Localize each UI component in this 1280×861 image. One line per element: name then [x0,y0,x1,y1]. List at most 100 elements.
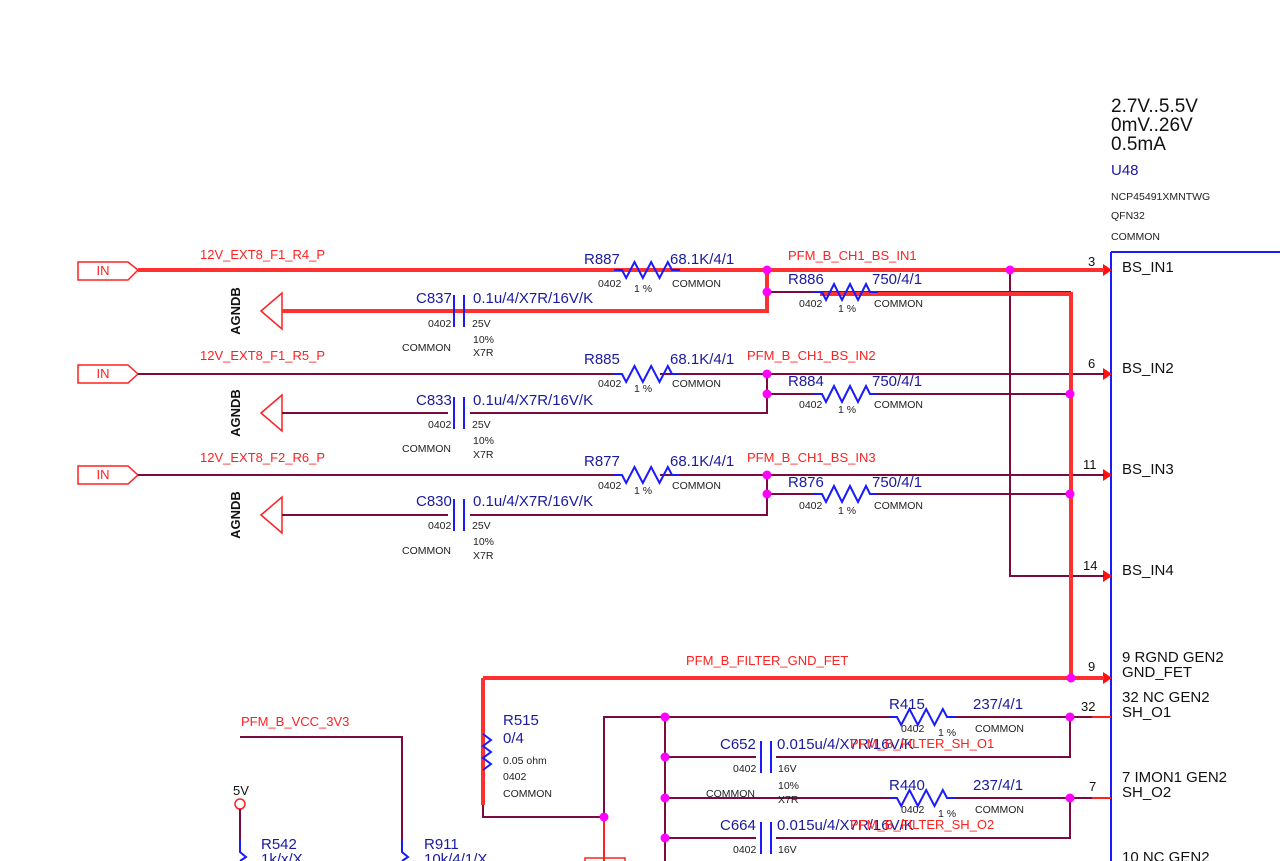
c830-voltage: 25V [472,520,491,532]
r415-ref[interactable]: R415 [889,696,925,713]
c833-lib: COMMON [402,443,451,455]
r884-tol: 1 % [838,404,856,416]
r911-ref[interactable]: R911 [424,836,459,853]
pin-name-gnd-fet: GND_FET [1122,664,1192,681]
chip-ref[interactable]: U48 [1111,162,1139,179]
r515-value: 0/4 [503,730,524,747]
r887-tol: 1 % [634,283,652,295]
r515-res: 0.05 ohm [503,755,547,767]
ground-label: AGNDB [228,389,243,437]
c837-tol: 10% [473,334,494,346]
c833-ref[interactable]: C833 [416,392,452,409]
pin-arrow-6 [1103,368,1112,380]
c830-lib: COMMON [402,545,451,557]
c833-size: 0402 [428,419,452,431]
resistor-r887-icon [614,259,680,281]
r440-lib: COMMON [975,804,1024,816]
r415-lib: COMMON [975,723,1024,735]
r876-ref[interactable]: R876 [788,474,824,491]
port-in-2[interactable]: IN [77,364,140,384]
wire-cap-3[interactable] [282,475,768,516]
r884-ref[interactable]: R884 [788,373,824,390]
port-in-1[interactable]: IN [77,261,140,281]
ground-label: AGNDB [228,287,243,335]
r515-lib: COMMON [503,788,552,800]
r877-ref[interactable]: R877 [584,453,620,470]
c837-value: 0.1u/4/X7R/16V/K [473,290,593,307]
junction-dot [660,712,670,722]
junction-dot [1065,389,1075,399]
pin-num-6: 6 [1088,356,1095,371]
net-label-filter-sh-o2[interactable]: PFM_B_FILTER_SH_O2 [850,817,994,832]
r877-tol: 1 % [634,485,652,497]
channel-3: R877 68.1K/4/1 0402 1 % COMMON PFM_B_CH1… [402,450,923,562]
wire-r515-bottom[interactable] [482,805,605,861]
net-label-bs-in1[interactable]: PFM_B_CH1_BS_IN1 [788,248,917,263]
r415-size: 0402 [901,723,925,735]
port-label: IN [97,366,110,381]
c652-lib: COMMON [706,788,755,800]
resistor-r886-icon [814,281,878,303]
r440-ref[interactable]: R440 [889,777,925,794]
c837-lib: COMMON [402,342,451,354]
pin-num-7: 7 [1089,779,1096,794]
net-label-r4[interactable]: 12V_EXT8_F1_R4_P [200,247,325,262]
wire-cap-1-highlighted[interactable] [282,270,769,313]
c664-size: 0402 [733,844,757,856]
net-label-filter-gnd-fet[interactable]: PFM_B_FILTER_GND_FET [686,653,848,668]
port-in-3[interactable]: IN [77,465,140,485]
pin-arrow-3 [1103,264,1112,276]
wire-cap-2[interactable] [282,374,768,414]
junction-dot [762,489,772,499]
pin-arrow-14 [1103,570,1112,582]
r415-tol: 1 % [938,727,956,739]
c664-ref[interactable]: C664 [720,817,756,834]
chip-package: QFN32 [1111,210,1145,222]
c837-ref[interactable]: C837 [416,290,452,307]
capacitor-c830-icon [453,499,465,531]
c837-voltage: 25V [472,318,491,330]
junction-dot [1066,673,1076,683]
wire-c652[interactable] [665,717,1071,758]
resistor-r542-icon [239,840,248,861]
pin-name-bs-in3: BS_IN3 [1122,461,1174,478]
pin-name-bs-in1: BS_IN1 [1122,259,1174,276]
chip-part-number: NCP45491XMNTWG [1111,191,1210,203]
c652-ref[interactable]: C652 [720,736,756,753]
net-label-r6[interactable]: 12V_EXT8_F2_R6_P [200,450,325,465]
chip-current: 0.5mA [1111,134,1166,155]
r515-ref[interactable]: R515 [503,712,539,729]
c837-size: 0402 [428,318,452,330]
pin-name-sh-o1: SH_O1 [1122,704,1171,721]
chip-body[interactable] [1110,251,1280,861]
net-label-bs-in2[interactable]: PFM_B_CH1_BS_IN2 [747,348,876,363]
c664-value: 0.015u/4/X7R/16V/K [777,817,914,834]
r886-ref[interactable]: R886 [788,271,824,288]
net-label-vcc-3v3[interactable]: PFM_B_VCC_3V3 [241,714,349,729]
wire-bs-in4[interactable] [1009,270,1104,577]
chip-supply-range: 2.7V..5.5V [1111,96,1198,117]
r885-ref[interactable]: R885 [584,351,620,368]
r542-ref[interactable]: R542 [261,836,297,853]
pin-num-11: 11 [1083,457,1097,472]
c652-dielectric: X7R [778,794,799,806]
net-label-r5[interactable]: 12V_EXT8_F1_R5_P [200,348,325,363]
r886-tol: 1 % [838,303,856,315]
c830-ref[interactable]: C830 [416,493,452,510]
pin-num-9: 9 [1088,659,1095,674]
r876-lib: COMMON [874,500,923,512]
net-label-bs-in3[interactable]: PFM_B_CH1_BS_IN3 [747,450,876,465]
wire-r886-highlighted[interactable] [820,292,1073,678]
junction-dot [762,470,772,480]
resistor-r876-icon [814,483,878,505]
net-label-filter-sh-o1[interactable]: PFM_B_FILTER_SH_O1 [850,736,994,751]
wire-vcc-3v3[interactable] [240,736,403,840]
c664-voltage: 16V [778,844,797,856]
wire-c664[interactable] [665,798,1071,839]
junction-dot [1005,265,1015,275]
chip-sense-range: 0mV..26V [1111,115,1193,136]
junction-dot [762,287,772,297]
c837-dielectric: X7R [473,347,494,359]
r887-lib: COMMON [672,278,721,290]
r887-ref[interactable]: R887 [584,251,620,268]
